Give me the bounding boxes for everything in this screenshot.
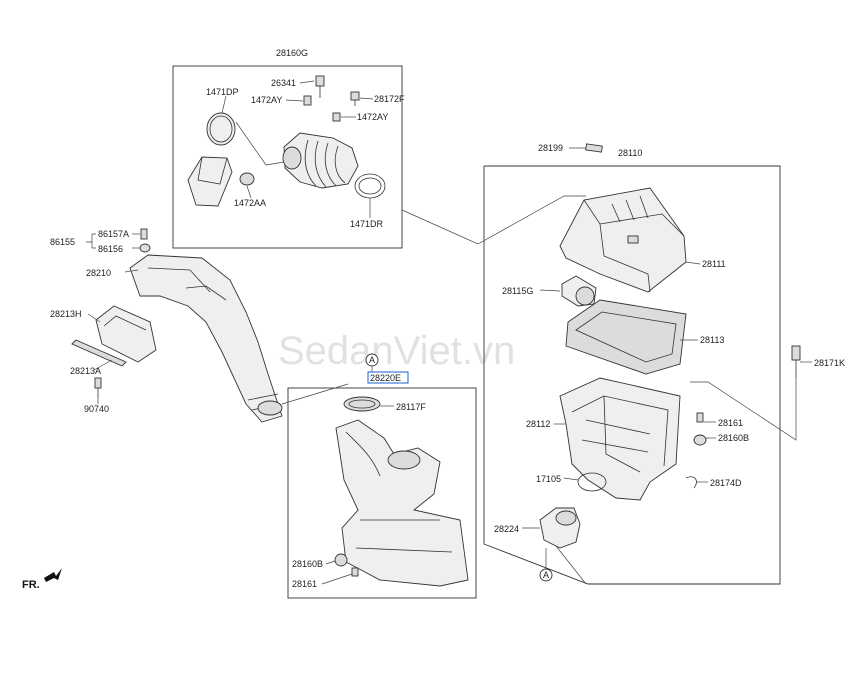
reference-marker-a-bottom-label: A (543, 570, 549, 580)
air-duct-28210-part (129, 254, 283, 423)
grommet-86156-part (139, 243, 151, 253)
label-28213a: 28213A (70, 366, 101, 376)
label-28110: 28110 (618, 148, 642, 158)
bolt-1472ay-b-part (332, 112, 341, 122)
seal-28117f-part (343, 396, 381, 412)
bolt-28172f-part (350, 91, 360, 101)
label-28171k: 28171K (814, 358, 845, 368)
label-86156: 86156 (98, 244, 123, 254)
label-28160b-a: 28160B (292, 559, 323, 569)
label-28161-b: 28161 (718, 418, 743, 428)
label-28115g: 28115G (502, 286, 533, 296)
label-1472aa: 1472AA (234, 198, 266, 208)
bolt-1472ay-part (303, 95, 312, 106)
air-cleaner-case-28112-part (559, 377, 681, 501)
label-90740: 90740 (84, 404, 109, 414)
front-direction-label: FR. (22, 579, 40, 591)
label-28174d: 28174D (710, 478, 742, 488)
sensor-28171k-part (791, 345, 801, 361)
air-cleaner-group-box (483, 165, 781, 585)
label-1471dr: 1471DR (350, 219, 384, 229)
label-86157a: 86157A (98, 229, 129, 239)
label-28111: 28111 (702, 259, 726, 269)
bolt-90740-part (94, 377, 102, 389)
label-28113: 28113 (700, 335, 724, 345)
resonator-28220e-part (335, 419, 469, 587)
resonator-group-box (287, 387, 477, 599)
label-28160g: 28160G (276, 48, 308, 58)
label-17105: 17105 (536, 474, 561, 484)
sensor-26341-part (315, 75, 325, 87)
bar-28213a-part (71, 339, 127, 367)
label-86155: 86155 (50, 237, 75, 247)
label-28213h: 28213H (50, 309, 82, 319)
grommet-28160b-b-part (693, 434, 707, 446)
label-28224: 28224 (494, 524, 519, 534)
grommet-28160b-part (334, 553, 348, 567)
air-cleaner-cover-28111-part (559, 187, 687, 293)
label-28160b-b: 28160B (718, 433, 749, 443)
air-filter-28113-part (565, 299, 687, 375)
reference-marker-a-top-label: A (369, 355, 375, 365)
bolt-28161-b-part (696, 412, 704, 423)
label-1471dp: 1471DP (206, 87, 239, 97)
intake-hose-part (283, 132, 359, 189)
label-28172f: 28172F (374, 94, 405, 104)
label-28210: 28210 (86, 268, 111, 278)
label-1472ay-a: 1472AY (251, 95, 282, 105)
clip-1472aa-part (239, 172, 255, 186)
part-number-highlight (367, 371, 409, 384)
gasket-17105-part (577, 472, 607, 492)
clamp-1471dp-part (206, 112, 236, 146)
mass-air-flow-group-box (172, 65, 403, 249)
label-28199-part (585, 143, 603, 153)
label-28161-a: 28161 (292, 579, 317, 589)
bolt-28161-part (351, 567, 359, 577)
front-arrow-icon (44, 568, 62, 582)
label-26341: 26341 (271, 78, 296, 88)
label-28199: 28199 (538, 143, 563, 153)
label-28112: 28112 (526, 419, 550, 429)
watermark: SedanViet.vn (278, 329, 515, 373)
pin-86157a-part (140, 228, 148, 240)
clip-28174d-part (685, 476, 697, 489)
label-28220e: 28220E (370, 373, 401, 383)
label-1472ay-b: 1472AY (357, 112, 388, 122)
label-28117f: 28117F (396, 402, 426, 412)
